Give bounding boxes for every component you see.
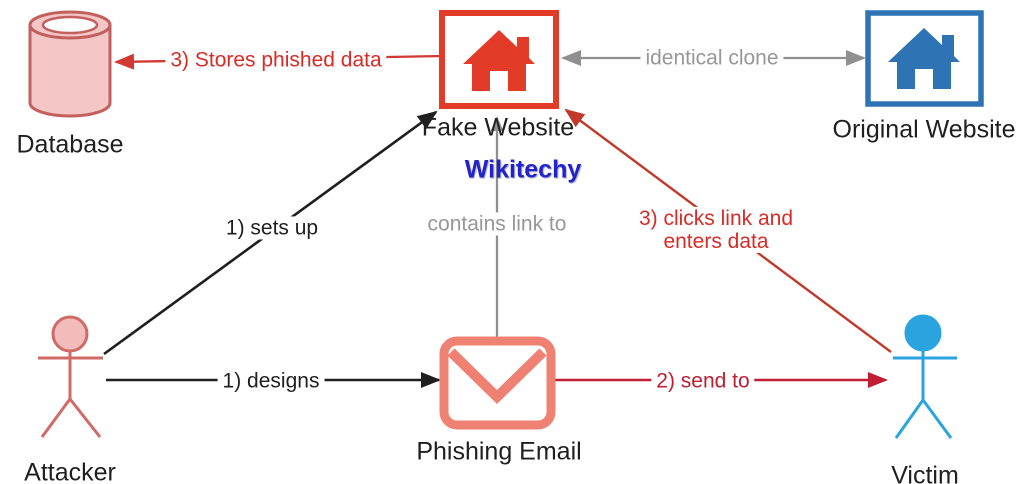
identical-clone-label: identical clone [640, 46, 784, 70]
envelope-icon [439, 336, 556, 430]
original-website-frame [865, 10, 984, 107]
sets-up-label: 1) sets up [220, 216, 324, 240]
clicks-link-label-line1: 3) clicks link and [638, 206, 794, 230]
database-label: Database [16, 130, 124, 159]
wikitechy-watermark: Wikitechy [464, 155, 582, 184]
send-to-label: 2) send to [651, 369, 755, 393]
original-website-label: Original Website [832, 115, 1016, 144]
designs-label: 1) designs [217, 369, 325, 393]
house-icon [463, 30, 535, 91]
fake-website-label: Fake Website [421, 113, 575, 142]
contains-link-to-label: contains link to [422, 212, 572, 236]
clicks-link-label-line2: enters data [663, 230, 769, 253]
database-icon [28, 10, 112, 118]
attacker-person-icon [38, 315, 103, 438]
house-icon [888, 28, 960, 89]
fake-website-frame [439, 10, 559, 109]
clicks-link-label: 3) clicks link and enters data [633, 206, 799, 254]
phishing-email-label: Phishing Email [416, 437, 582, 466]
attacker-label: Attacker [24, 458, 116, 484]
victim-person-icon [893, 314, 957, 439]
stores-phished-data-label: 3) Stores phished data [165, 48, 387, 72]
victim-label: Victim [891, 461, 959, 484]
